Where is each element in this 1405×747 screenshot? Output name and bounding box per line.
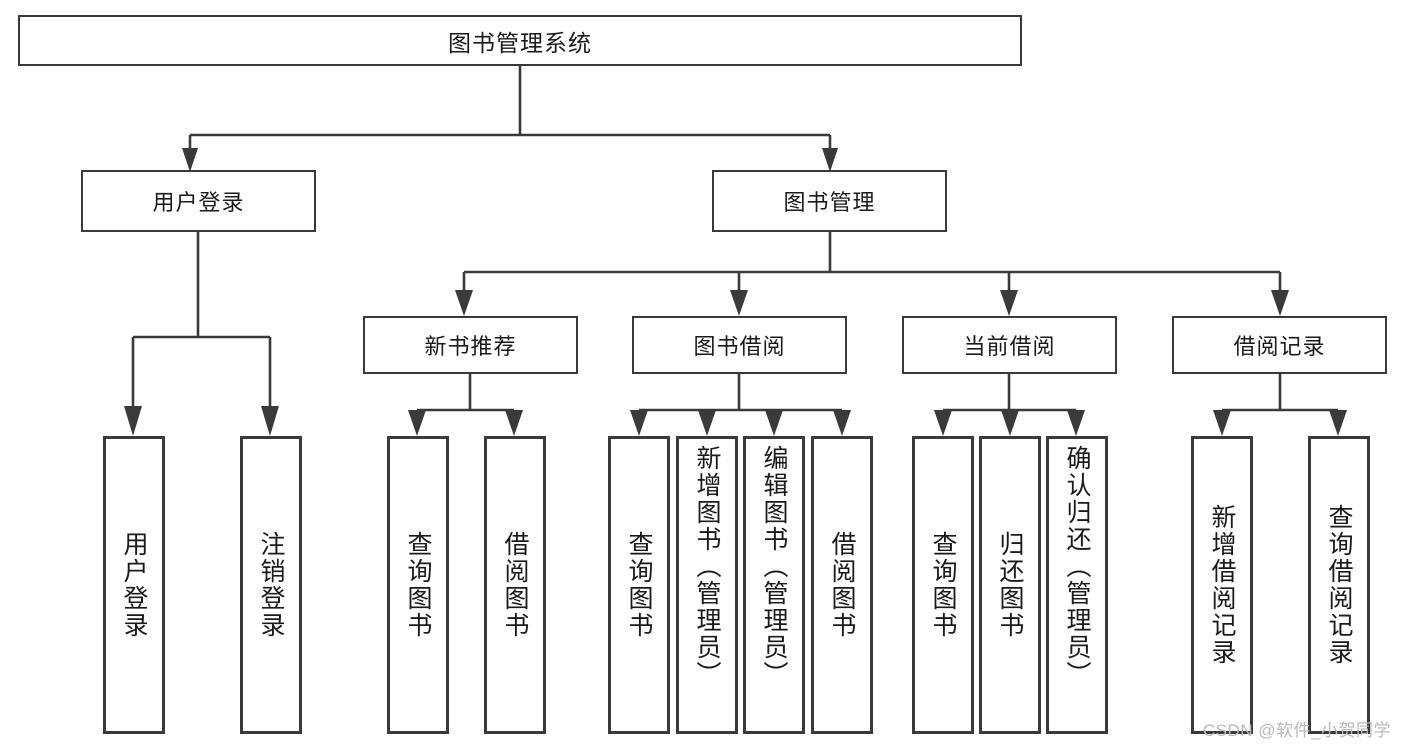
leaf-logout[interactable]: 注销登录 xyxy=(240,436,302,734)
leaf-current-query-book[interactable]: 查询图书 xyxy=(912,436,974,734)
leaf-user-login[interactable]: 用户登录 xyxy=(103,436,165,734)
leaf-label: 借阅图书 xyxy=(828,531,856,639)
arrowhead-book-mgmt xyxy=(822,148,838,172)
leaf-current-confirm-return[interactable]: 确认归还（管理员） xyxy=(1046,436,1108,734)
arrowhead-leaf-record-1 xyxy=(1213,410,1231,436)
node-user-login[interactable]: 用户登录 xyxy=(81,170,316,232)
arrowhead-leaf-borrow-1 xyxy=(630,410,648,436)
leaf-label: 借阅图书 xyxy=(501,531,529,639)
node-current-borrow[interactable]: 当前借阅 xyxy=(902,316,1117,374)
node-book-management[interactable]: 图书管理 xyxy=(712,170,947,232)
leaf-record-query[interactable]: 查询借阅记录 xyxy=(1308,436,1370,734)
leaf-borrow-borrow-book[interactable]: 借阅图书 xyxy=(811,436,873,734)
arrowhead-user-login xyxy=(182,148,198,172)
arrowhead-borrow-record xyxy=(1271,290,1289,316)
leaf-label: 新增借阅记录 xyxy=(1208,504,1236,666)
node-label: 用户登录 xyxy=(152,190,245,215)
arrowhead-leaf-current-2 xyxy=(1001,410,1019,436)
node-label: 新书推荐 xyxy=(424,334,517,359)
node-root-system[interactable]: 图书管理系统 xyxy=(18,15,1022,66)
node-label: 图书管理系统 xyxy=(448,29,592,56)
arrowhead-new-book-recommend xyxy=(455,290,473,316)
arrowhead-leaf-recommend-1 xyxy=(408,410,426,436)
arrowhead-current-borrow xyxy=(1000,290,1018,316)
leaf-record-add[interactable]: 新增借阅记录 xyxy=(1191,436,1253,734)
arrowhead-leaf-borrow-3 xyxy=(765,410,783,436)
leaf-borrow-add-book[interactable]: 新增图书（管理员） xyxy=(676,436,738,734)
leaf-current-return-book[interactable]: 归还图书 xyxy=(979,436,1041,734)
node-borrow-record[interactable]: 借阅记录 xyxy=(1172,316,1387,374)
leaf-label: 查询借阅记录 xyxy=(1325,504,1353,666)
node-label: 当前借阅 xyxy=(963,334,1056,359)
arrowhead-leaf-user-login xyxy=(124,406,142,436)
node-label: 图书借阅 xyxy=(693,334,786,359)
leaf-label: 新增图书（管理员） xyxy=(693,445,721,688)
leaf-label: 注销登录 xyxy=(257,531,285,639)
leaf-label: 确认归还（管理员） xyxy=(1063,445,1091,688)
leaf-recommend-query-book[interactable]: 查询图书 xyxy=(387,436,449,734)
leaf-recommend-borrow-book[interactable]: 借阅图书 xyxy=(484,436,546,734)
node-book-borrow[interactable]: 图书借阅 xyxy=(632,316,847,374)
arrowhead-leaf-current-3 xyxy=(1067,410,1085,436)
arrowhead-leaf-borrow-4 xyxy=(833,410,851,436)
leaf-label: 用户登录 xyxy=(120,531,148,639)
leaf-borrow-query-book[interactable]: 查询图书 xyxy=(608,436,670,734)
arrowhead-leaf-recommend-2 xyxy=(505,410,523,436)
leaf-label: 查询图书 xyxy=(404,531,432,639)
arrowhead-leaf-record-2 xyxy=(1329,410,1347,436)
leaf-label: 归还图书 xyxy=(996,531,1024,639)
leaf-borrow-edit-book[interactable]: 编辑图书（管理员） xyxy=(743,436,805,734)
arrowhead-leaf-current-1 xyxy=(934,410,952,436)
leaf-label: 编辑图书（管理员） xyxy=(760,445,788,688)
arrowhead-leaf-borrow-2 xyxy=(698,410,716,436)
node-new-book-recommend[interactable]: 新书推荐 xyxy=(363,316,578,374)
node-label: 借阅记录 xyxy=(1233,334,1326,359)
leaf-label: 查询图书 xyxy=(929,531,957,639)
leaf-label: 查询图书 xyxy=(625,531,653,639)
node-label: 图书管理 xyxy=(783,190,876,215)
arrowhead-book-borrow xyxy=(730,290,748,316)
arrowhead-leaf-logout xyxy=(261,406,279,436)
